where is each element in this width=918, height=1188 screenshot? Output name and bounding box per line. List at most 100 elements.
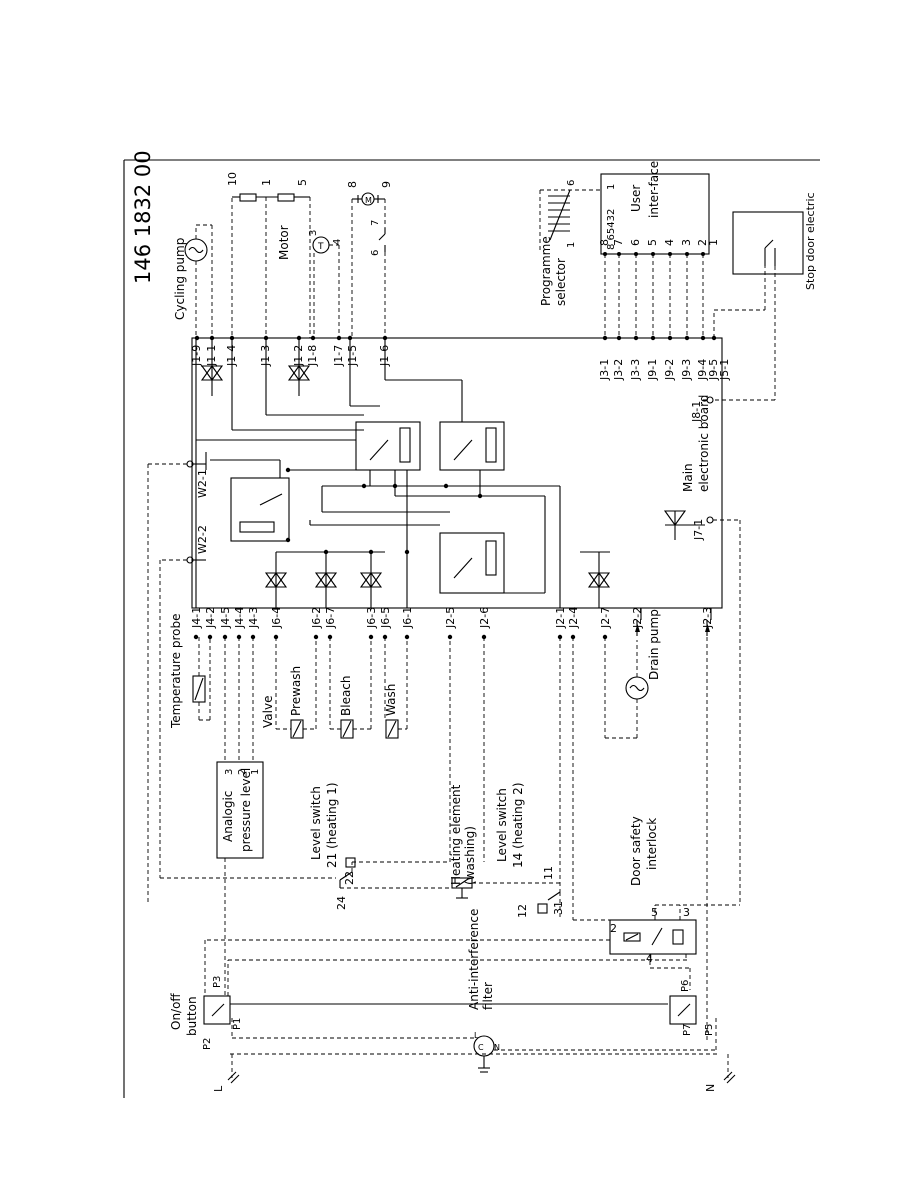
- stop-door-label: Stop door electric: [804, 192, 817, 290]
- connector-right-5: J9-3: [680, 359, 693, 381]
- cycling-pump: Cycling pump: [173, 224, 213, 338]
- tacho-pin-3: 3: [308, 230, 319, 236]
- ui-pin-6: 2: [696, 239, 709, 246]
- motor-pin-10: 10: [226, 172, 239, 186]
- onoff-switch-box-2: [669, 995, 697, 1025]
- programme-selector-label-2: selector: [554, 258, 568, 306]
- onoff-p7: P7: [682, 1024, 693, 1036]
- analogic-label-2: pressure level: [239, 768, 253, 852]
- selector-pin-6: 6: [566, 180, 577, 186]
- prewash-label: Prewash: [289, 666, 303, 716]
- connector-right-2: J3-3: [629, 359, 642, 381]
- level-switch-2-label-a: Level switch: [495, 788, 509, 862]
- ui-pin-7: 1: [707, 239, 720, 246]
- connector-right-0: J3-1: [598, 359, 611, 381]
- level-switch-2-label-b: 14 (heating 2): [511, 783, 525, 869]
- main-board-label-1: Main: [681, 463, 695, 492]
- ls2-pin-31: 31: [552, 901, 565, 915]
- onoff-button: On/off button P3 P1 P2 P6 P7 P5: [169, 858, 715, 1050]
- j7-1-label: J7-1: [692, 519, 705, 541]
- connector-bottom-0: J4-1: [190, 607, 203, 629]
- heating-element-label-2: (washing): [463, 826, 477, 885]
- board-internals: [195, 338, 705, 608]
- apl-pin-3: 3: [224, 769, 235, 775]
- tacho-pin-4: 4: [332, 239, 343, 245]
- dsi-pin-5: 5: [651, 906, 658, 919]
- bottom-terminals: [193, 634, 608, 640]
- j8-j7-connectors: J8-1 J7-1: [690, 396, 741, 905]
- connector-bottom-3: J4-4: [233, 607, 246, 629]
- onoff-p5: P5: [704, 1024, 715, 1036]
- level-switch-1-label-a: Level switch: [309, 786, 323, 860]
- onoff-label-2: button: [185, 996, 199, 1036]
- motor-m: M: [365, 196, 372, 205]
- motor: 10 1 5 Motor T 3 4 M 8 9 6 7: [226, 172, 393, 338]
- line-l-label: L: [212, 1085, 225, 1092]
- level-switch-2-icon: [537, 903, 548, 914]
- connector-top-6: J1-7: [332, 345, 345, 367]
- connector-bottom-2: J4-5: [219, 607, 232, 629]
- motor-winding-2: [277, 193, 295, 202]
- onoff-p1: P1: [232, 1018, 243, 1030]
- cycling-pump-label: Cycling pump: [173, 238, 187, 320]
- bleach-label: Bleach: [339, 675, 353, 716]
- onoff-switch-box: [203, 995, 231, 1025]
- motor-pin-1: 1: [260, 179, 273, 186]
- connector-right-7: J9-5: [707, 359, 720, 381]
- main-board-label-2: electronic board: [697, 395, 711, 492]
- connector-right-8: J5-1: [718, 359, 731, 381]
- mains-supply: L N: [212, 1053, 736, 1092]
- stop-door-box: [732, 211, 804, 275]
- user-interface-label-1: User: [629, 185, 643, 212]
- tacho-t: T: [317, 242, 324, 252]
- motor-winding-1: [239, 193, 257, 202]
- analogic-pressure-box: [216, 761, 264, 859]
- connector-top-7: J1-5: [346, 345, 359, 367]
- ls2-pin-12: 12: [516, 904, 529, 918]
- w2-1-label: W2-1: [196, 469, 209, 498]
- apl-pin-1: 1: [250, 769, 261, 775]
- j8-1-label: J8-1: [690, 401, 703, 423]
- connector-right-1: J3-2: [612, 359, 625, 381]
- connector-right-3: J9-1: [646, 359, 659, 381]
- level-switch-2: Level switch 14 (heating 2) 11 12 31: [495, 637, 565, 920]
- drain-pump-label: Drain pump: [647, 609, 661, 680]
- connector-bottom-9: J6-5: [379, 607, 392, 629]
- temperature-probe-label: Temperature probe: [169, 614, 183, 729]
- connector-bottom-7: J6-7: [324, 607, 337, 629]
- anti-interference-label-2: filter: [481, 982, 495, 1010]
- connector-bottom-6: J6-2: [310, 607, 323, 629]
- ui-pin-3: 5: [646, 239, 659, 246]
- wash-label: Wash: [384, 684, 398, 716]
- heating-element: Heating element (washing): [449, 637, 560, 899]
- selector-pin-1: 1: [566, 242, 577, 248]
- apl-pin-2: 2: [237, 769, 248, 775]
- filter-l: L: [474, 1031, 479, 1040]
- ls1-pin-24: 24: [335, 896, 348, 910]
- level-switch-1-icon: [345, 857, 356, 868]
- temperature-probe: Temperature probe: [169, 614, 211, 729]
- w2-connectors: W2-1 W2-2: [147, 452, 336, 905]
- connector-bottom-4: J4-3: [247, 607, 260, 629]
- switch-pin-7: 7: [370, 220, 381, 226]
- door-safety-label-1: Door safety: [629, 816, 643, 886]
- connector-bottom-5: J6-4: [270, 607, 283, 629]
- drain-pump: Drain pump: [604, 609, 661, 739]
- motor-label: Motor: [277, 225, 291, 260]
- connector-right-4: J9-2: [663, 359, 676, 381]
- user-interface-box: [600, 173, 710, 255]
- motor-pin-5: 5: [296, 179, 309, 186]
- valve-label: Valve: [261, 696, 275, 728]
- ls1-pin-22: 22: [343, 871, 356, 885]
- dsi-pin-4: 4: [646, 952, 653, 965]
- connector-bottom-10: J6-1: [401, 607, 414, 629]
- ui-pin-1: 7: [612, 239, 625, 246]
- dsi-pin-3: 3: [683, 906, 690, 919]
- ui-top-right-pin: 1: [606, 184, 617, 190]
- analogic-label-1: Analogic: [221, 791, 235, 842]
- analogic-pressure-level: Analogic pressure level 3 2 1: [216, 637, 264, 859]
